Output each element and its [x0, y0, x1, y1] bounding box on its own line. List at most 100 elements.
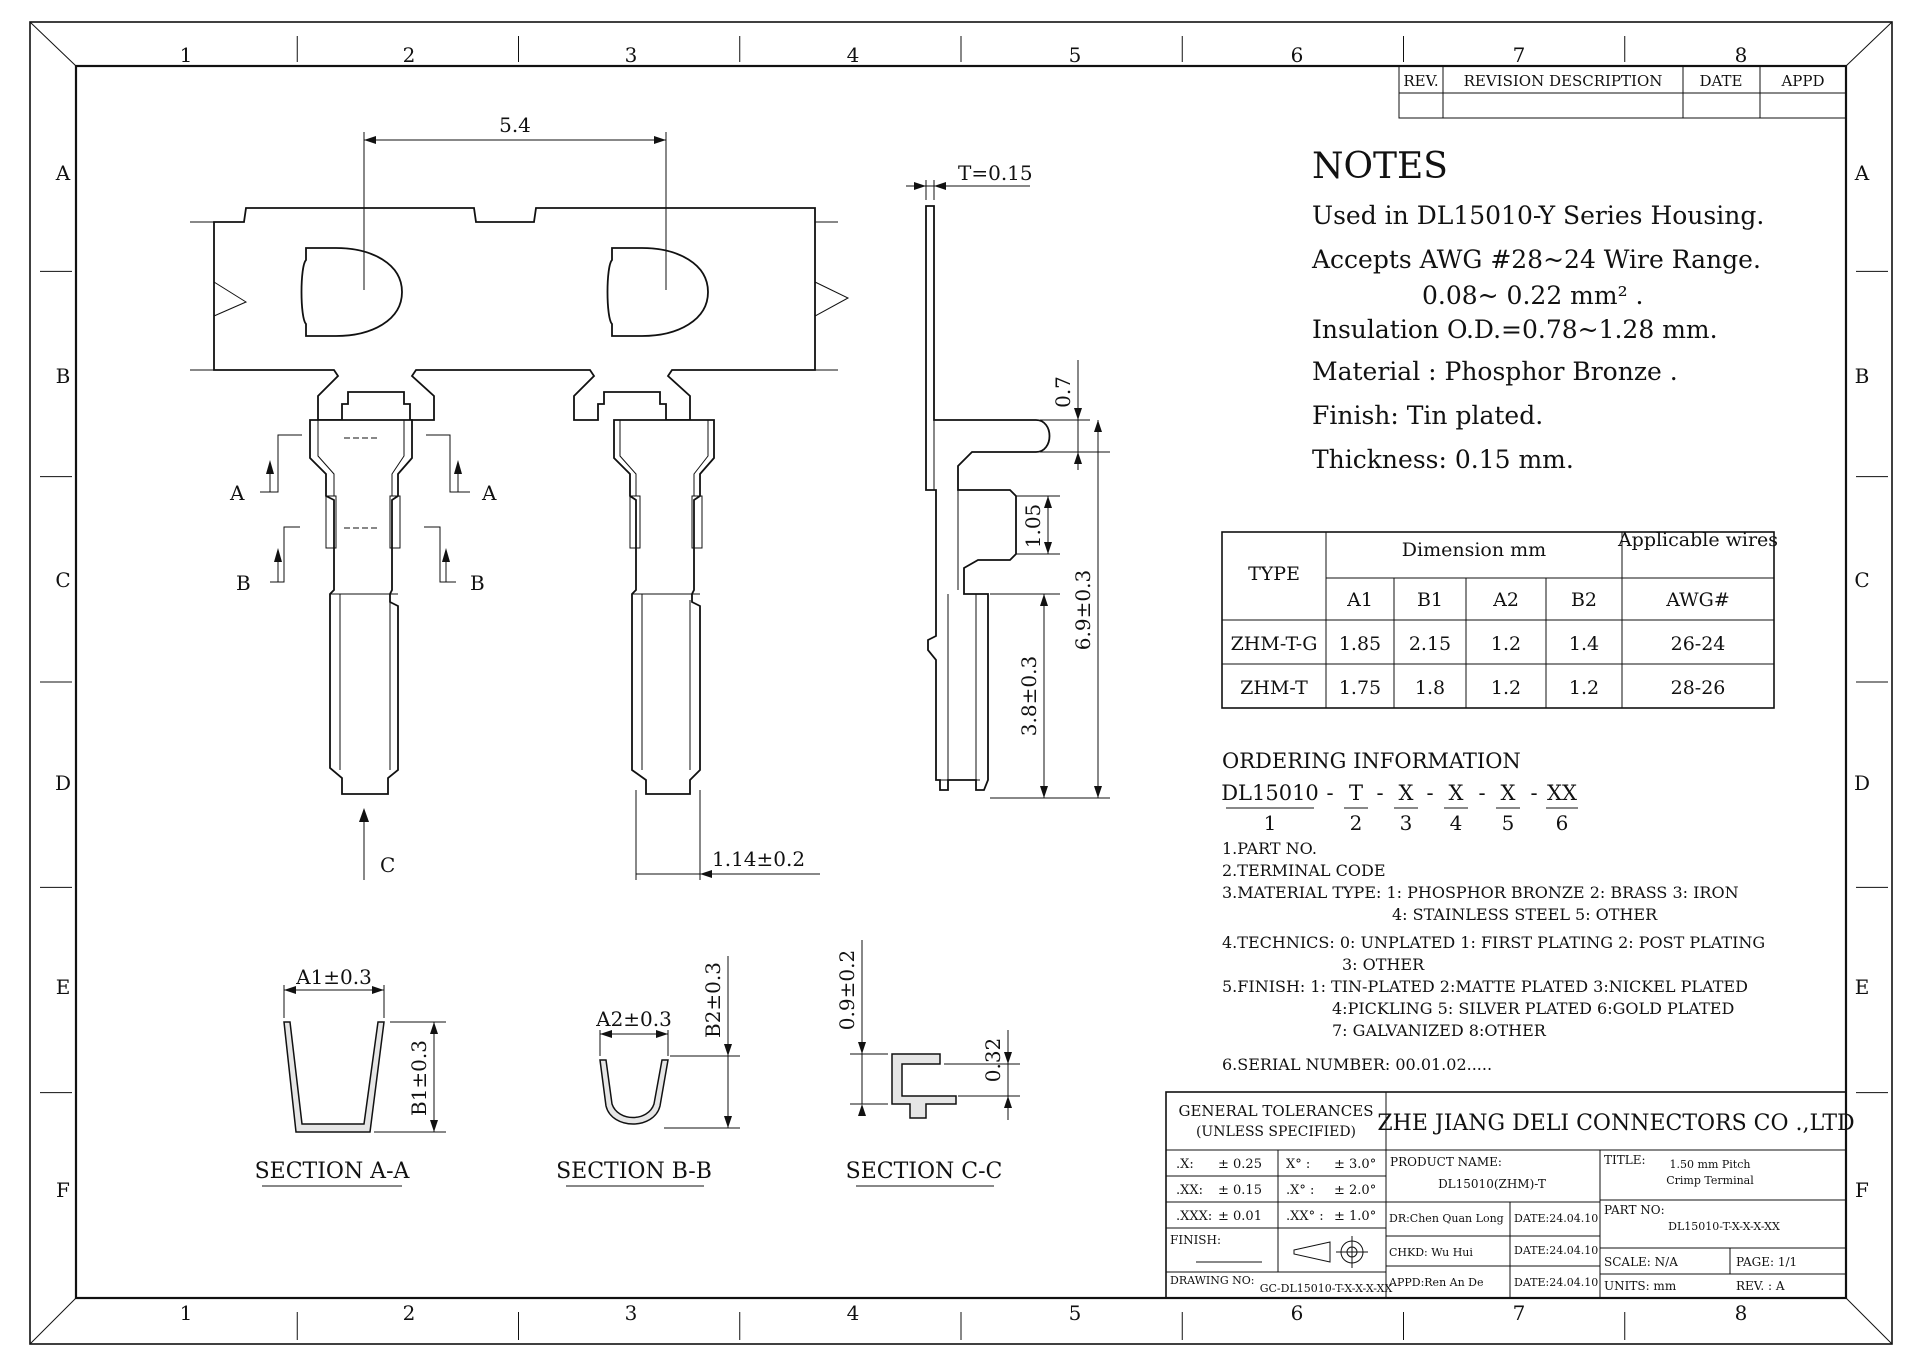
row1-awg: 26-24 [1671, 633, 1726, 655]
scale: SCALE: N/A [1604, 1255, 1678, 1269]
ordering-item-3b: 4: STAINLESS STEEL 5: OTHER [1392, 905, 1658, 924]
dim-6-9-label: 6.9±0.3 [1071, 570, 1095, 650]
ordering-item-3: 3.MATERIAL TYPE: 1: PHOSPHOR BRONZE 2: B… [1222, 883, 1739, 902]
appd-header: APPD [1780, 72, 1824, 90]
tol-3-label: .XXX: [1176, 1209, 1212, 1224]
dim-a2-label: A2±0.3 [595, 1007, 672, 1031]
row1-a2: 1.2 [1491, 633, 1521, 655]
code-number-1: 1 [1264, 811, 1277, 835]
revision-letter: REV. : A [1736, 1279, 1785, 1293]
revision-description-header: REVISION DESCRIPTION [1464, 72, 1663, 90]
col-label-top-3: 3 [625, 43, 638, 67]
row-label-right-b: B [1855, 364, 1870, 388]
title-line-2: Crimp Terminal [1666, 1174, 1754, 1187]
part-no: DL15010-T-X-X-X-XX [1668, 1220, 1780, 1233]
part-no-label: PART NO: [1604, 1203, 1665, 1217]
tol-2-value: ± 0.15 [1218, 1183, 1262, 1198]
code-part-2: T [1349, 781, 1363, 805]
col-label-bottom-7: 7 [1513, 1301, 1526, 1325]
row1-type: ZHM-T-G [1231, 633, 1318, 655]
row-label-right-f: F [1855, 1178, 1869, 1202]
ordering-title: ORDERING INFORMATION [1222, 749, 1521, 773]
tol-1-angle-label: X° : [1286, 1157, 1310, 1172]
row2-type: ZHM-T [1240, 677, 1308, 699]
col-label-bottom-4: 4 [847, 1301, 860, 1325]
col-label-top-2: 2 [403, 43, 416, 67]
dim-5-4-label: 5.4 [499, 113, 531, 137]
drawing-no: GC-DL15010-T-X-X-X-XX [1260, 1282, 1393, 1295]
row-label-right-e: E [1855, 975, 1870, 999]
table-row: ZHM-T-G 1.85 2.15 1.2 1.4 26-24 [1231, 633, 1726, 655]
note-line-7: Thickness: 0.15 mm. [1312, 445, 1574, 474]
checked-by: CHKD: Wu Hui [1389, 1246, 1473, 1259]
tol-3-angle-label: .XX° : [1286, 1209, 1324, 1224]
row2-b2: 1.2 [1569, 677, 1599, 699]
section-bb-label: SECTION B-B [556, 1159, 712, 1184]
page-number: PAGE: 1/1 [1736, 1255, 1797, 1269]
date-header: DATE [1700, 72, 1743, 90]
ordering-item-5b: 4:PICKLING 5: SILVER PLATED 6:GOLD PLATE… [1332, 999, 1734, 1018]
section-c-c: 0.9±0.2 0.32 SECTION C-C [835, 940, 1020, 1187]
note-line-4: Insulation O.D.=0.78~1.28 mm. [1312, 315, 1718, 344]
tol-2-label: .XX: [1176, 1183, 1203, 1198]
dimension-table: TYPE Dimension mm Applicable wires A1 B1… [1221, 529, 1778, 709]
dim-a1-label: A1±0.3 [295, 965, 372, 989]
col-label-bottom-8: 8 [1735, 1301, 1748, 1325]
finish-label: FINISH: [1170, 1233, 1221, 1247]
subheader-a1: A1 [1346, 589, 1373, 611]
units: UNITS: mm [1604, 1279, 1677, 1293]
tol-1-value: ± 0.25 [1218, 1157, 1262, 1172]
tolerances-title: GENERAL TOLERANCES [1178, 1102, 1373, 1120]
tolerances-sub: (UNLESS SPECIFIED) [1196, 1124, 1356, 1140]
code-number-5: 5 [1502, 811, 1515, 835]
ordering-information: ORDERING INFORMATION DL15010 T X X X XX … [1221, 749, 1765, 1074]
projection-symbol-icon [1293, 1236, 1368, 1268]
dim-thickness-label: T=0.15 [958, 161, 1033, 185]
rev-header: REV. [1403, 72, 1438, 90]
note-line-3: 0.08~ 0.22 mm² . [1422, 281, 1644, 310]
row-label-right-c: C [1854, 568, 1869, 592]
section-aa-label: SECTION A-A [255, 1159, 411, 1184]
row1-b1: 2.15 [1409, 633, 1451, 655]
subheader-awg: AWG# [1665, 589, 1730, 611]
svg-text:-: - [1530, 781, 1537, 805]
col-label-bottom-1: 1 [180, 1301, 193, 1325]
row-label-left-b: B [56, 364, 71, 388]
note-line-6: Finish: Tin plated. [1312, 401, 1543, 430]
grid-labels: 1 2 3 4 5 6 7 8 1 2 3 4 5 6 7 8 A B C D … [55, 43, 1870, 1325]
col-label-top-7: 7 [1513, 43, 1526, 67]
wires-header: Applicable wires [1617, 529, 1778, 551]
row-label-right-a: A [1854, 161, 1870, 185]
ordering-item-4b: 3: OTHER [1342, 955, 1425, 974]
ordering-item-4: 4.TECHNICS: 0: UNPLATED 1: FIRST PLATING… [1222, 933, 1765, 952]
code-part-5: X [1501, 781, 1516, 805]
note-line-2: Accepts AWG #28~24 Wire Range. [1311, 245, 1761, 274]
code-part-6: XX [1547, 781, 1577, 805]
col-label-top-8: 8 [1735, 43, 1748, 67]
date-checked: DATE:24.04.10 [1514, 1244, 1598, 1257]
sheet-frame [29, 21, 1893, 1345]
row-label-left-a: A [55, 161, 71, 185]
type-header: TYPE [1248, 563, 1300, 585]
row1-b2: 1.4 [1569, 633, 1599, 655]
ordering-item-5: 5.FINISH: 1: TIN-PLATED 2:MATTE PLATED 3… [1222, 977, 1748, 996]
col-label-bottom-5: 5 [1069, 1301, 1082, 1325]
tol-2-angle-value: ± 2.0° [1334, 1183, 1376, 1198]
title-block: GENERAL TOLERANCES (UNLESS SPECIFIED) .X… [1165, 1091, 1855, 1299]
drawn-by: DR:Chen Quan Long [1389, 1212, 1504, 1225]
code-number-6: 6 [1556, 811, 1569, 835]
date-drawn: DATE:24.04.10 [1514, 1212, 1598, 1225]
date-approved: DATE:24.04.10 [1514, 1276, 1598, 1289]
svg-text:-: - [1326, 781, 1333, 805]
terminal-side-view: T=0.15 0.7 1.05 6.9±0.3 3.8±0.3 [906, 161, 1110, 799]
subheader-b2: B2 [1571, 589, 1597, 611]
dimension-header: Dimension mm [1402, 539, 1546, 561]
ordering-item-5c: 7: GALVANIZED 8:OTHER [1332, 1021, 1547, 1040]
col-label-top-6: 6 [1291, 43, 1304, 67]
note-line-5: Material : Phosphor Bronze . [1312, 357, 1678, 386]
dim-0-7-label: 0.7 [1051, 376, 1075, 408]
svg-text:-: - [1426, 781, 1433, 805]
table-row: ZHM-T 1.75 1.8 1.2 1.2 28-26 [1240, 677, 1725, 699]
dim-1-05-label: 1.05 [1021, 504, 1045, 549]
